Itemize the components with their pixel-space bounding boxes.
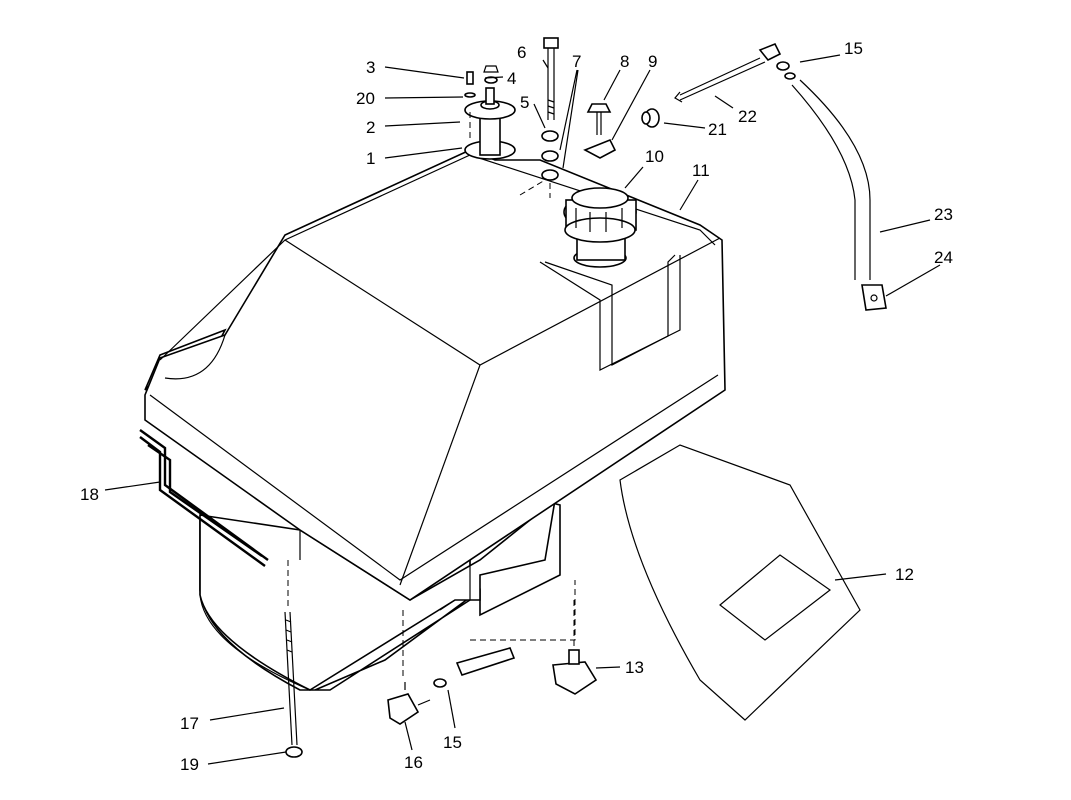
callout-19: 19 (180, 755, 199, 774)
bolt-assembly (541, 37, 559, 198)
fuel-tank (144, 149, 726, 691)
callout-2: 2 (366, 118, 375, 137)
tank-bottom-edge (199, 520, 311, 691)
callout-4: 4 (507, 69, 516, 88)
callout-18: 18 (80, 485, 99, 504)
callout-17: 17 (180, 714, 199, 733)
rubber-strip (139, 429, 269, 567)
callout-8: 8 (620, 52, 629, 71)
callout-11: 11 (692, 161, 710, 180)
callout-9: 9 (648, 52, 657, 71)
callout-20: 20 (356, 89, 375, 108)
stud-and-nut (284, 560, 303, 758)
callout-13: 13 (625, 658, 644, 677)
callout-16: 16 (404, 753, 423, 772)
callout-21: 21 (708, 120, 727, 139)
heat-shield (619, 444, 861, 721)
callout-5: 5 (520, 93, 529, 112)
hose-clamp (433, 678, 447, 688)
callout-1: 1 (366, 149, 375, 168)
callout-15-top: 15 (844, 39, 863, 58)
callout-3: 3 (366, 58, 375, 77)
callout-10: 10 (645, 147, 664, 166)
shutoff-valve (552, 661, 598, 695)
vent-tube (679, 57, 766, 101)
hose-bracket (861, 284, 887, 311)
callout-24: 24 (934, 248, 953, 267)
vent-hose (791, 79, 871, 280)
callout-7: 7 (572, 52, 581, 71)
callout-22: 22 (738, 107, 757, 126)
fuel-cap (563, 187, 637, 268)
callout-12: 12 (895, 565, 914, 584)
callout-15-bottom: 15 (443, 733, 462, 752)
screw-and-clip (583, 103, 617, 159)
vent-fitting (758, 42, 782, 62)
grommet (641, 108, 660, 128)
callout-labels: 3 4 20 2 1 5 6 7 8 9 10 11 21 22 15 23 2… (80, 39, 953, 774)
leader-lines (104, 54, 941, 765)
callout-6: 6 (517, 43, 526, 62)
elbow-fitting (387, 693, 420, 725)
callout-23: 23 (934, 205, 953, 224)
sender-unit (464, 65, 516, 160)
fuel-hose (455, 647, 516, 676)
